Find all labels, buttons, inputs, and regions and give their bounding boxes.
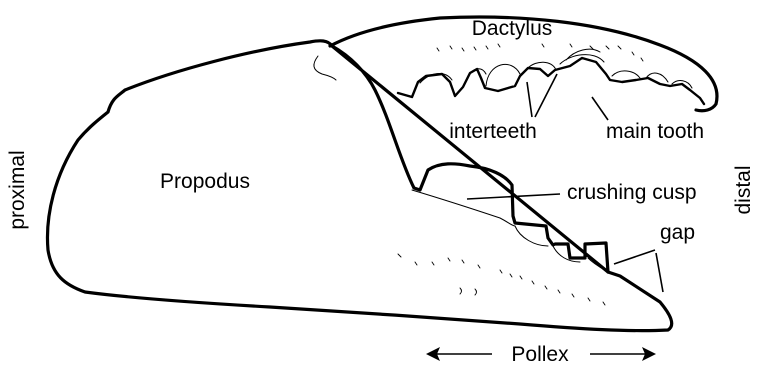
label-main-tooth: main tooth xyxy=(606,120,704,143)
label-pollex: Pollex xyxy=(511,343,569,366)
label-interteeth: interteeth xyxy=(449,120,537,143)
leader-gap xyxy=(614,250,663,292)
label-dactylus: Dactylus xyxy=(472,17,553,40)
label-crushing-cusp: crushing cusp xyxy=(567,181,697,204)
leader-interteeth xyxy=(527,74,557,117)
joint-notch-line xyxy=(314,56,336,80)
label-gap: gap xyxy=(660,221,695,244)
leader-main-tooth xyxy=(592,97,608,120)
pollex-arrow-left xyxy=(426,347,492,361)
label-proximal: proximal xyxy=(6,150,29,229)
label-propodus: Propodus xyxy=(160,170,250,193)
label-distal: distal xyxy=(732,165,755,214)
pollex-arrow-right xyxy=(590,347,656,361)
